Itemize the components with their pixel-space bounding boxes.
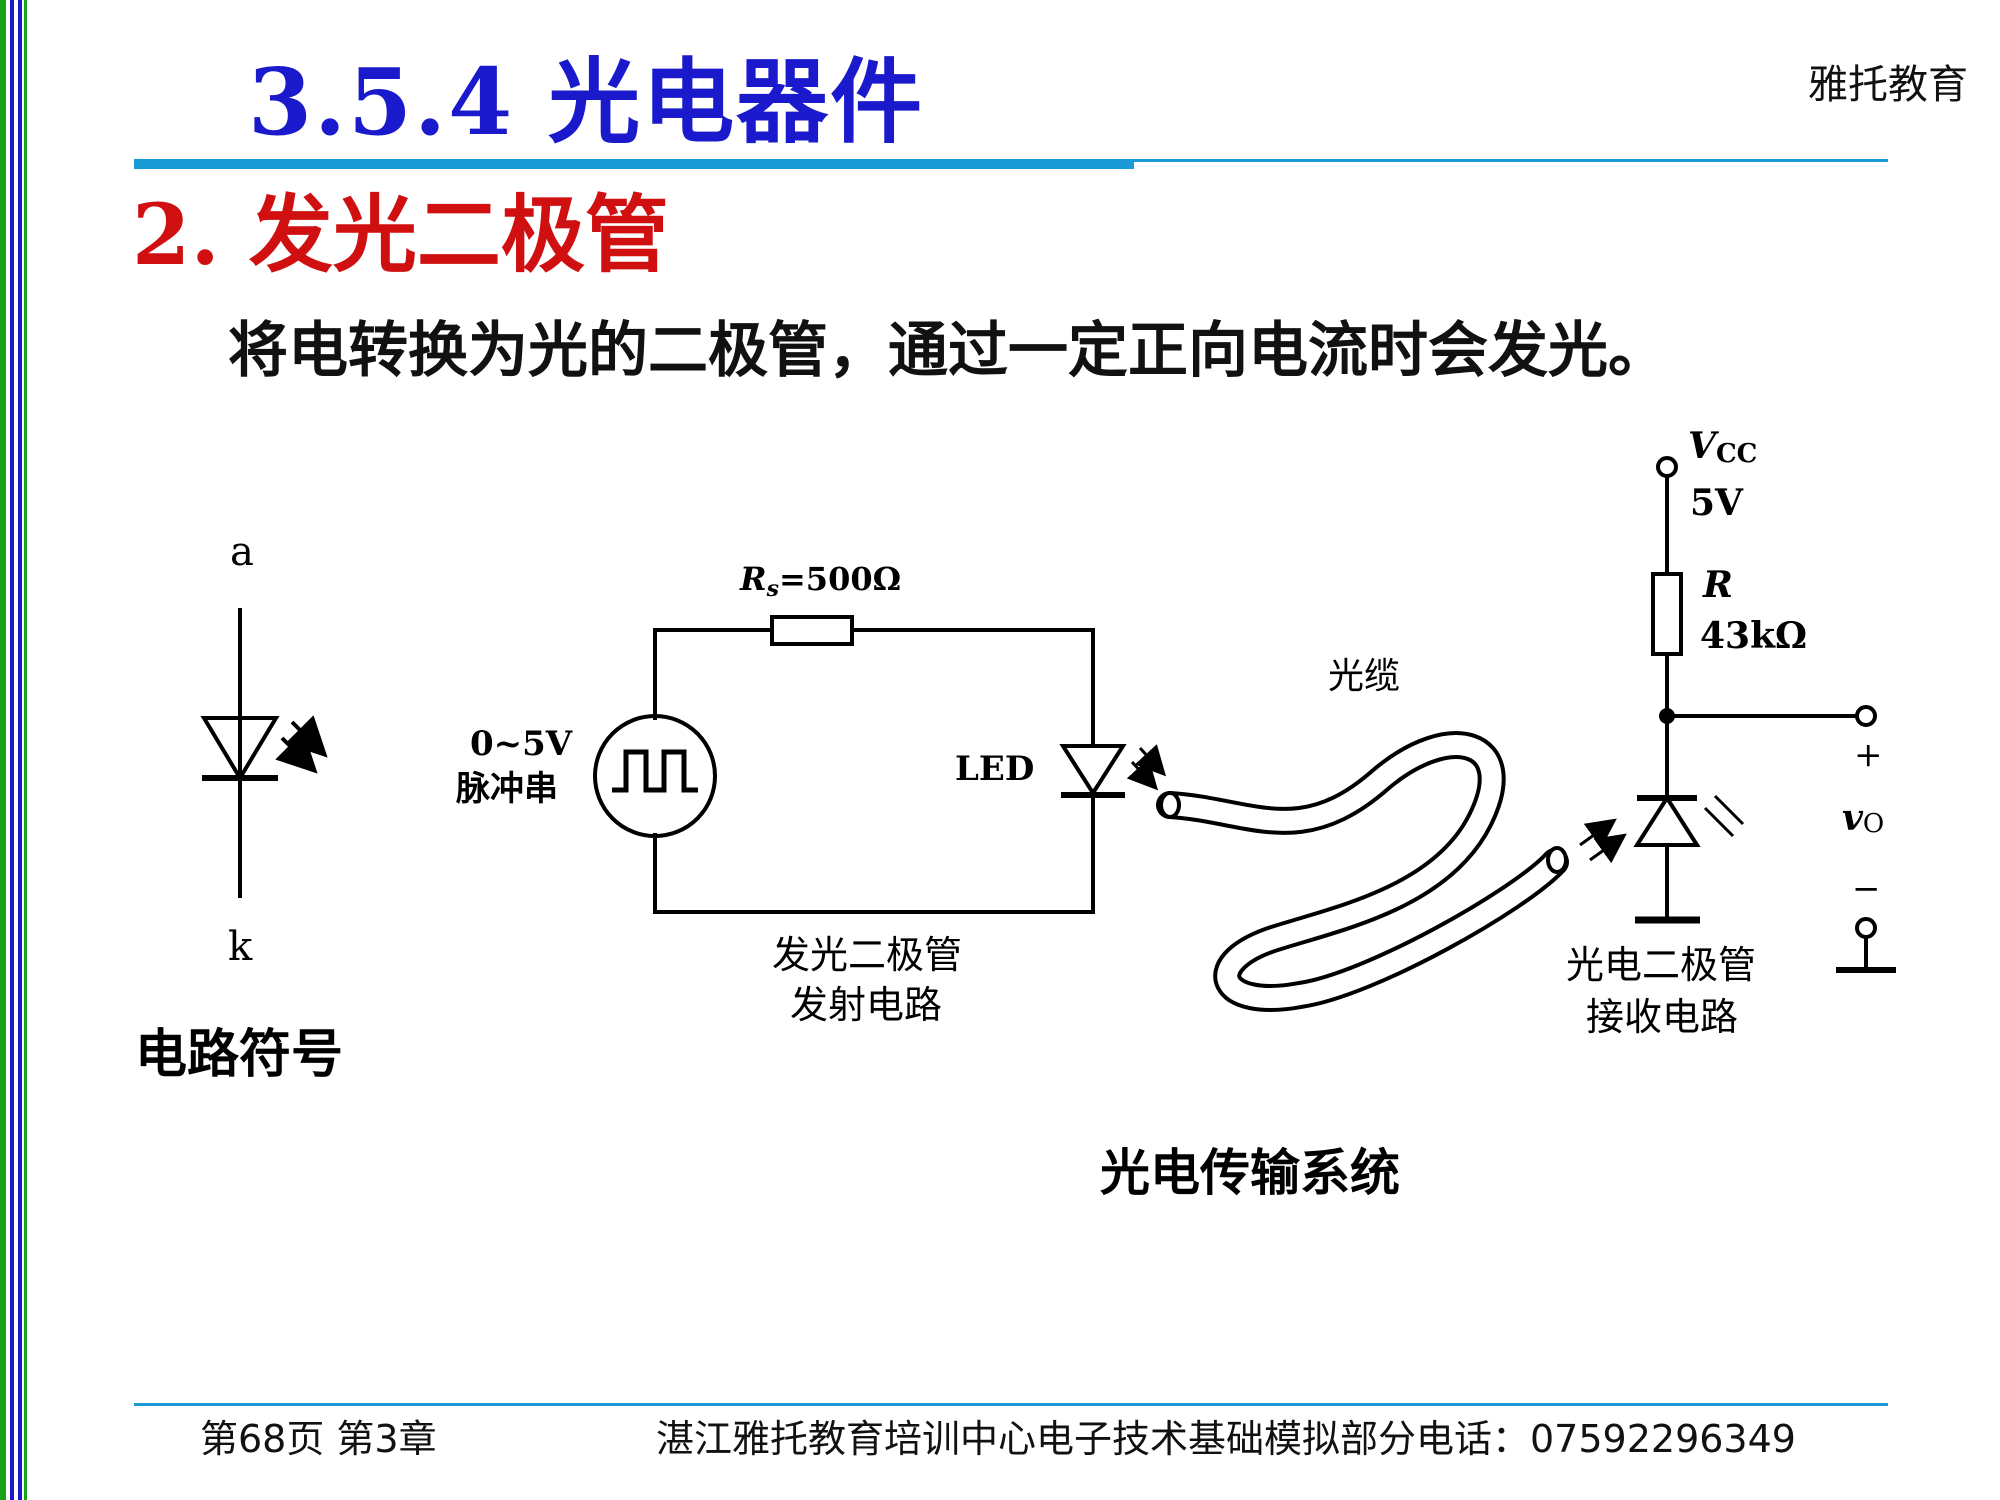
left-bar-blue-1 <box>10 0 14 1500</box>
receiver-resistor-value: 43kΩ <box>1700 615 1807 657</box>
cathode-label: k <box>228 924 253 970</box>
footer-rule <box>134 1403 1888 1406</box>
section-description: 将电转换为光的二极管，通过一定正向电流时会发光。 <box>228 316 1668 386</box>
transmitter-caption-2: 发射电路 <box>790 983 942 1027</box>
rs-label: Rs=500Ω <box>739 560 901 602</box>
led-symbol <box>200 608 328 898</box>
led-label: LED <box>955 749 1034 789</box>
source-label-2: 脉冲串 <box>456 769 558 809</box>
left-bar-blue-2 <box>18 0 22 1500</box>
anode-label: a <box>230 529 254 575</box>
receiver-caption-2: 接收电路 <box>1586 995 1738 1039</box>
rs-value: =500Ω <box>779 560 901 598</box>
page-title: 3.5.4 光电器件 <box>248 48 925 156</box>
output-label: vO <box>1842 797 1884 839</box>
output-symbol: v <box>1842 797 1864 839</box>
transmitter-caption-1: 发光二极管 <box>772 933 962 977</box>
output-minus: − <box>1852 869 1881 909</box>
header-rule-thin <box>134 159 1888 162</box>
symbol-caption: 电路符号 <box>135 1025 343 1085</box>
vcc-subscript: CC <box>1716 439 1757 469</box>
vcc-label: VCC <box>1688 425 1757 469</box>
cable-label: 光缆 <box>1328 656 1400 697</box>
left-bar-green <box>0 0 6 1500</box>
output-subscript: O <box>1863 809 1884 839</box>
receiver-resistor-label: R <box>1702 564 1733 606</box>
left-bar-green-2 <box>24 0 27 1500</box>
transmitter-circuit <box>593 615 1167 914</box>
source-label-1: 0~5V <box>470 724 573 764</box>
rs-symbol: R <box>739 560 767 598</box>
header-rule-thick <box>134 159 1134 169</box>
footer-org-info: 湛江雅托教育培训中心电子技术基础模拟部分电话：07592296349 <box>656 1417 1796 1461</box>
rs-subscript: s <box>766 576 779 602</box>
section-heading: 2. 发光二极管 <box>132 185 669 284</box>
output-plus: + <box>1854 735 1883 775</box>
vcc-value: 5V <box>1690 482 1744 524</box>
vcc-symbol: V <box>1688 425 1719 467</box>
fiber-cable <box>1156 731 1627 1012</box>
receiver-caption-1: 光电二极管 <box>1566 943 1756 987</box>
footer-page-info: 第68页 第3章 <box>200 1417 437 1461</box>
receiver-circuit <box>1633 456 1896 973</box>
brand-name: 雅托教育 <box>1808 62 1968 108</box>
system-caption: 光电传输系统 <box>1100 1144 1400 1202</box>
